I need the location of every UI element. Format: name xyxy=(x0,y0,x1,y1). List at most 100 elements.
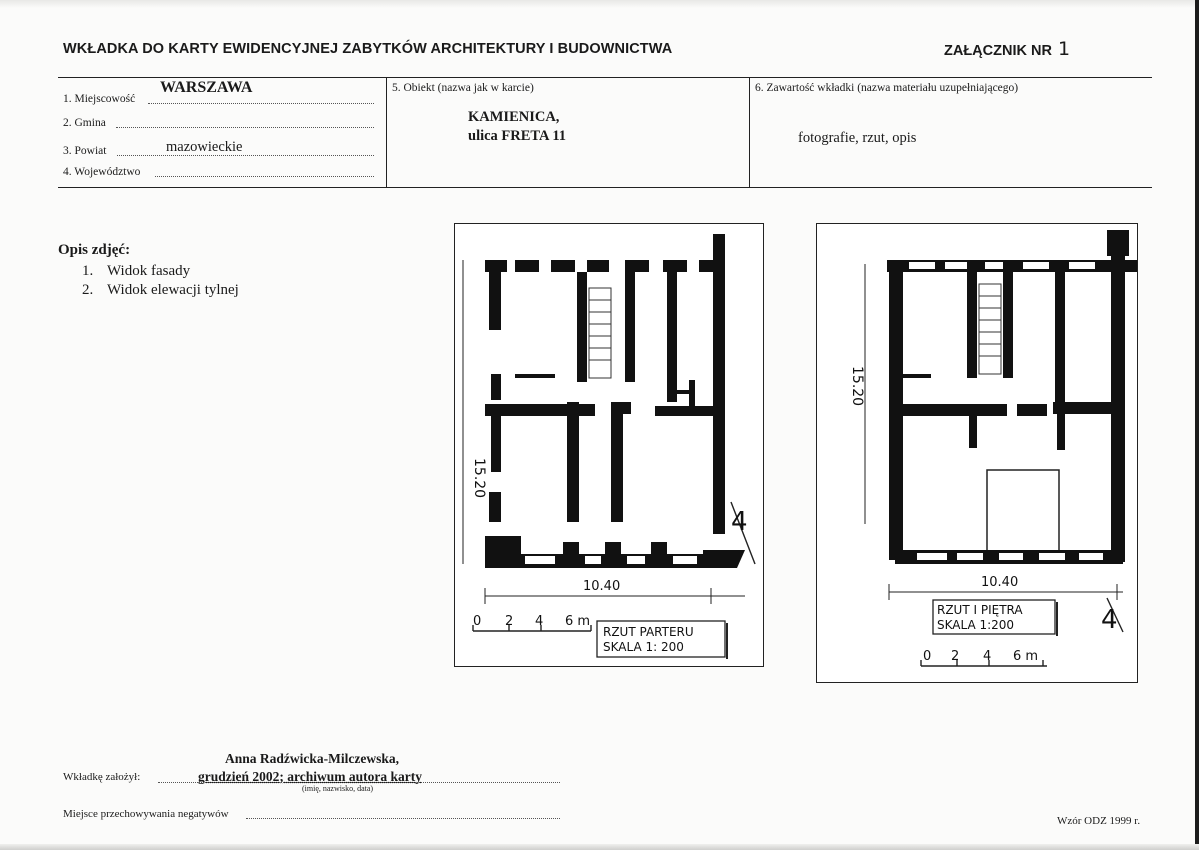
plan-title-box xyxy=(596,620,726,658)
window-opening xyxy=(985,262,1003,269)
window-opening xyxy=(1023,262,1049,269)
photos-item-text: Widok elewacji tylnej xyxy=(107,282,239,298)
column-divider-1 xyxy=(386,77,387,187)
wall-interior xyxy=(567,402,579,522)
founded-dotline xyxy=(158,782,560,783)
powiat-dotline xyxy=(117,155,374,156)
wall-bottom xyxy=(605,542,621,566)
wall-interior xyxy=(655,406,715,416)
wall-segment xyxy=(587,260,609,272)
wojewodztwo-label: 4. Województwo xyxy=(63,166,141,178)
window-opening xyxy=(1079,553,1103,560)
table-bottom-rule xyxy=(58,187,1152,188)
wall-interior xyxy=(1057,414,1065,450)
scan-edge-right xyxy=(1195,0,1199,850)
scale-tick: 4 xyxy=(983,649,991,664)
wall-interior xyxy=(1053,402,1113,414)
north-arrow-icon xyxy=(730,501,756,565)
wall-interior xyxy=(671,390,695,394)
wall-segment xyxy=(515,260,539,272)
object-name-line1: KAMIENICA, xyxy=(468,109,560,125)
wall-bottom xyxy=(651,542,667,566)
plan-title: RZUT I PIĘTRA xyxy=(937,603,1023,617)
scan-edge-bottom xyxy=(0,844,1199,850)
wall-interior xyxy=(893,404,1007,416)
object-label: 5. Obiekt (nazwa jak w karcie) xyxy=(392,82,534,94)
scale-bar xyxy=(472,625,592,632)
wall-segment xyxy=(551,260,575,272)
wall-interior xyxy=(1017,404,1047,416)
wall-right xyxy=(713,234,725,534)
form-title: WKŁADKA DO KARTY EWIDENCYJNEJ ZABYTKÓW A… xyxy=(63,41,673,57)
window-opening xyxy=(999,553,1023,560)
ground-floor-plan: 15.20 10.40 0 2 4 6 m RZUT PARTERU SKALA… xyxy=(454,223,764,667)
first-floor-drawing: 15.20 10.40 RZUT I PIĘTRA SKALA 1:200 0 … xyxy=(849,230,1137,667)
wall-interior xyxy=(577,272,587,382)
window-opening xyxy=(525,556,555,564)
photos-item-number: 2. xyxy=(82,282,94,298)
wall-light xyxy=(986,469,1060,550)
north-mark: 4 xyxy=(731,507,748,537)
scale-tick: 2 xyxy=(505,614,513,629)
window-opening xyxy=(957,553,983,560)
wall-bottom xyxy=(703,550,745,568)
wall-bottom xyxy=(563,542,579,566)
wall-interior xyxy=(969,404,977,448)
staircase-symbol xyxy=(978,283,1002,375)
wall-interior xyxy=(1055,272,1065,412)
wall-segment xyxy=(625,260,649,272)
scale-tick: 6 m xyxy=(1013,649,1038,664)
plan-title: RZUT PARTERU xyxy=(603,625,694,639)
north-arrow-icon xyxy=(1106,597,1124,633)
wojewodztwo-dotline xyxy=(155,176,374,177)
window-opening xyxy=(1069,262,1095,269)
wall-segment xyxy=(663,260,687,272)
scale-tick: 2 xyxy=(951,649,959,664)
width-dimension: 10.40 xyxy=(583,579,620,594)
author-name: Anna Radźwicka-Milczewska, xyxy=(225,751,399,766)
scale-tick: 6 m xyxy=(565,614,590,629)
scan-edge-top xyxy=(0,0,1199,8)
photos-list: 1. Widok fasady 2. Widok elewacji tylnej xyxy=(82,262,239,300)
column-divider-2 xyxy=(749,77,750,187)
founded-label: Wkładkę założył: xyxy=(63,771,141,783)
annex-label-text: ZAŁĄCZNIK NR xyxy=(944,43,1052,59)
wall-interior xyxy=(901,374,931,378)
wall-interior xyxy=(611,402,623,522)
founded-hint: (imię, nazwisko, data) xyxy=(302,784,374,793)
gmina-label: 2. Gmina xyxy=(63,117,106,129)
staircase-symbol xyxy=(588,287,612,379)
author-date-archive: grudzień 2002; archiwum autora karty xyxy=(198,769,422,784)
object-name: KAMIENICA, ulica FRETA 11 xyxy=(468,108,566,146)
wall-interior xyxy=(1003,272,1013,378)
wall-interior xyxy=(515,374,555,378)
contents-value: fotografie, rzut, opis xyxy=(798,130,917,146)
scale-tick: 4 xyxy=(535,614,543,629)
window-opening xyxy=(585,556,601,564)
miejscowosc-label: 1. Miejscowość xyxy=(63,93,136,105)
scale-bar xyxy=(920,660,1047,667)
height-dimension: 15.20 xyxy=(849,366,865,406)
height-dimension: 15.20 xyxy=(471,458,487,498)
photos-item-text: Widok fasady xyxy=(107,263,191,279)
window-opening xyxy=(909,262,935,269)
gmina-dotline xyxy=(116,127,374,128)
negatives-label: Miejsce przechowywania negatywów xyxy=(63,808,229,820)
plan-scale: SKALA 1: 200 xyxy=(603,640,684,654)
wall-interior xyxy=(667,272,677,402)
wall-left xyxy=(491,374,501,400)
table-top-rule xyxy=(58,77,1152,78)
wall-interior xyxy=(625,272,635,382)
wall-interior xyxy=(967,272,977,378)
plan-scale: SKALA 1:200 xyxy=(937,618,1014,632)
window-opening xyxy=(945,262,967,269)
window-opening xyxy=(673,556,697,564)
scale-tick: 0 xyxy=(473,614,481,629)
photos-item-number: 1. xyxy=(82,263,94,279)
wall-interior xyxy=(689,380,695,416)
wall-right xyxy=(1111,242,1125,562)
plan-title-box xyxy=(932,599,1056,635)
wall-left xyxy=(489,492,501,522)
powiat-value: mazowieckie xyxy=(166,139,243,155)
contents-label: 6. Zawartość wkładki (nazwa materiału uz… xyxy=(755,82,1019,94)
